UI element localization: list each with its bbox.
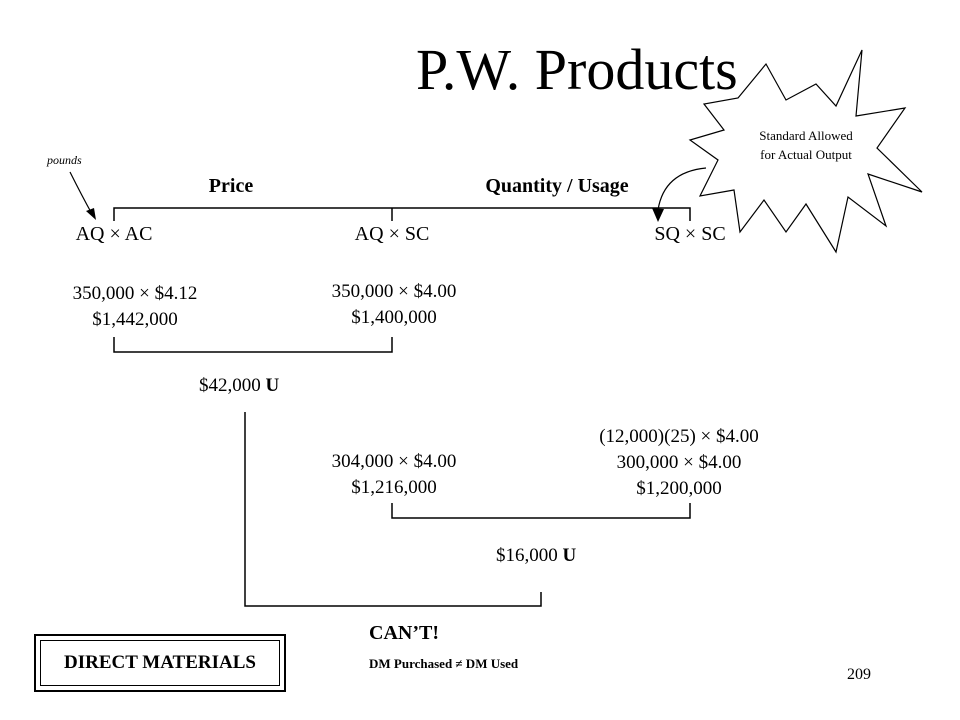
formula-aq-ac: AQ × AC	[75, 223, 153, 245]
direct-materials-label: DIRECT MATERIALS	[40, 640, 280, 686]
purchase-aq-ac-calc: 350,000 × $4.12 $1,442,000	[73, 281, 198, 333]
purchase-aq-sc-line-1: 350,000 × $4.00	[331, 281, 457, 302]
price-header: Price	[208, 175, 254, 197]
starburst-shape	[688, 49, 923, 254]
purchase-aq-ac-line-1: 350,000 × $4.12	[72, 283, 198, 304]
cant-title: CAN’T!	[369, 622, 439, 644]
purchase-aq-ac-line-2: $1,442,000	[92, 309, 178, 330]
slide-title: P.W. Products	[416, 37, 738, 102]
starburst-line-1: Standard Allowed	[759, 128, 853, 143]
usage-aq-sc-line-2: $1,216,000	[351, 477, 437, 498]
pounds-annotation: pounds	[47, 153, 82, 167]
quantity-header: Quantity / Usage	[485, 175, 629, 197]
quantity-variance-amount: $16,000	[496, 545, 558, 566]
starburst-arrowhead	[652, 208, 664, 222]
formula-sq-sc: SQ × SC	[654, 223, 726, 245]
usage-sq-sc-line-1: (12,000)(25) × $4.00	[599, 426, 759, 447]
pounds-arrow	[69, 171, 93, 215]
price-variance-amount: $42,000	[199, 375, 261, 396]
starburst-line-2: for Actual Output	[760, 147, 852, 162]
purchase-aq-sc-calc: 350,000 × $4.00 $1,400,000	[332, 279, 457, 331]
pounds-arrowhead	[86, 208, 96, 220]
usage-aq-sc-line-1: 304,000 × $4.00	[331, 451, 457, 472]
formula-aq-sc: AQ × SC	[354, 223, 430, 245]
price-variance-bracket	[113, 337, 393, 353]
quantity-variance: $16,000 U	[496, 545, 576, 567]
quantity-variance-flag: U	[562, 545, 577, 566]
cant-connector	[244, 412, 542, 607]
page-number: 209	[847, 666, 871, 683]
usage-sq-sc-line-2: 300,000 × $4.00	[616, 452, 742, 473]
top-bracket	[113, 207, 691, 221]
usage-aq-sc-calc: 304,000 × $4.00 $1,216,000	[332, 449, 457, 501]
price-variance-flag: U	[265, 375, 280, 396]
starburst-arrow	[657, 167, 707, 211]
cant-subtitle: DM Purchased ≠ DM Used	[369, 656, 519, 671]
direct-materials-box: DIRECT MATERIALS	[34, 634, 286, 692]
price-variance: $42,000 U	[199, 375, 279, 397]
quantity-variance-bracket	[391, 503, 691, 519]
starburst-label: Standard Allowed for Actual Output	[759, 126, 853, 164]
usage-sq-sc-line-3: $1,200,000	[636, 478, 722, 499]
usage-sq-sc-calc: (12,000)(25) × $4.00 300,000 × $4.00 $1,…	[599, 424, 759, 502]
purchase-aq-sc-line-2: $1,400,000	[351, 307, 437, 328]
